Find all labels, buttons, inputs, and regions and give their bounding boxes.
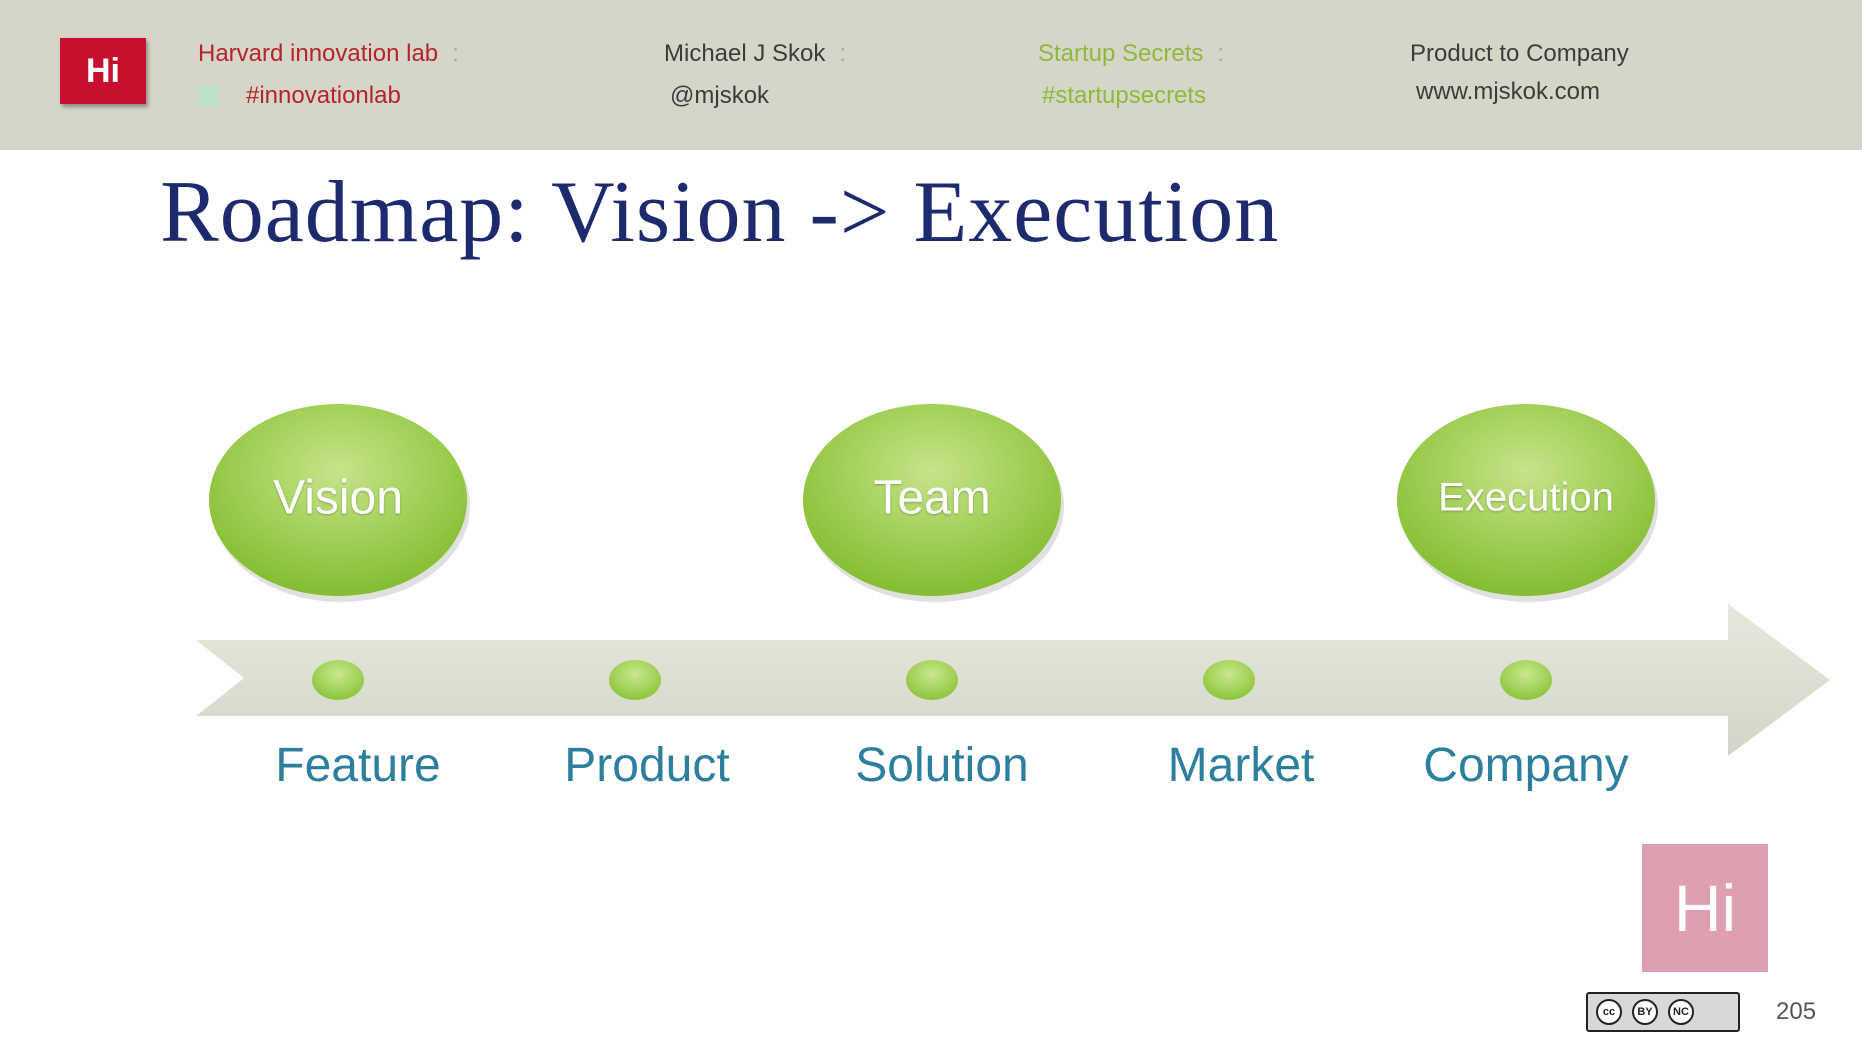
- circle-execution: [1397, 404, 1655, 596]
- timeline-dot: [312, 660, 364, 700]
- circle-layer: [209, 404, 1658, 602]
- nc-icon: NC: [1668, 999, 1694, 1025]
- timeline-dot: [906, 660, 958, 700]
- lab-hashtag: #innovationlab: [198, 82, 401, 110]
- stage-label-company: Company: [1423, 739, 1629, 792]
- series-hashtag: #startupsecrets: [1042, 82, 1207, 109]
- course-name: Product to Company: [1410, 40, 1629, 67]
- circle-label-execution: Execution: [1438, 475, 1614, 520]
- creative-commons-icon[interactable]: cc BY NC: [1586, 992, 1740, 1032]
- timeline-arrow: [196, 604, 1830, 756]
- stage-label-market: Market: [1167, 739, 1315, 792]
- circle-vision: [209, 404, 467, 596]
- circle-label-team: Team: [873, 471, 991, 525]
- separator: :: [1217, 40, 1225, 67]
- website: www.mjskok.com: [1416, 78, 1601, 105]
- slide-title: Roadmap: Vision -> Execution: [160, 164, 1280, 261]
- dot-layer: [312, 660, 1552, 700]
- twitter-icon: [198, 85, 220, 107]
- header-bar: Hi Harvard innovation lab: #innovationla…: [0, 0, 1862, 150]
- stage-label-solution: Solution: [855, 739, 1029, 792]
- series-name: Startup Secrets:: [1038, 40, 1225, 67]
- separator: :: [839, 40, 847, 67]
- circle-label-vision: Vision: [273, 471, 403, 525]
- timeline-dot: [1203, 660, 1255, 700]
- lab-name: Harvard innovation lab:: [198, 40, 459, 67]
- stage-label-product: Product: [564, 739, 730, 792]
- author-name: Michael J Skok:: [664, 40, 847, 67]
- separator: :: [452, 40, 459, 67]
- circle-team: [803, 404, 1061, 596]
- stage-label-feature: Feature: [275, 739, 441, 792]
- timeline-dot: [1500, 660, 1552, 700]
- hi-logo: Hi: [60, 38, 146, 104]
- timeline-dot: [609, 660, 661, 700]
- hi-watermark: Hi: [1642, 844, 1768, 972]
- cc-icon: cc: [1596, 999, 1622, 1025]
- by-icon: BY: [1632, 999, 1658, 1025]
- author-handle: @mjskok: [670, 82, 770, 109]
- page-number: 205: [1776, 998, 1817, 1025]
